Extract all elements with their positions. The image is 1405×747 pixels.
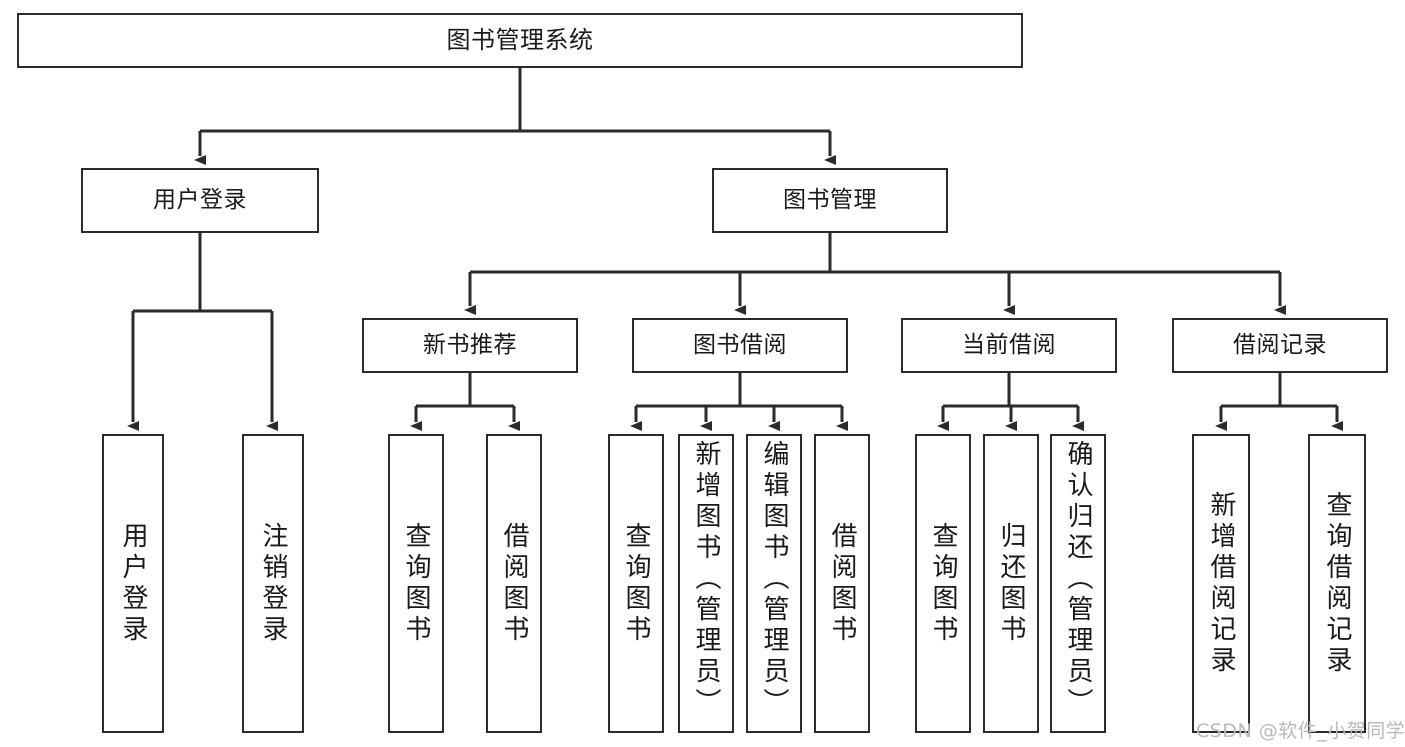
node-leaf-query-record[interactable]: 查询借阅记录 — [1308, 434, 1366, 733]
node-leaf-borrow-book-1-label: 借阅图书 — [499, 521, 529, 646]
node-book-manage-label: 图书管理 — [783, 186, 877, 213]
node-leaf-confirm-return[interactable]: 确认归还（管理员） — [1050, 434, 1106, 733]
node-new-book-recommend[interactable]: 新书推荐 — [362, 318, 578, 373]
node-root[interactable]: 图书管理系统 — [17, 13, 1023, 68]
node-user-login-label: 用户登录 — [153, 186, 247, 213]
node-leaf-edit-book[interactable]: 编辑图书（管理员） — [746, 434, 802, 733]
node-leaf-query-book-1-label: 查询图书 — [401, 521, 431, 646]
node-current-borrow[interactable]: 当前借阅 — [901, 318, 1117, 373]
node-leaf-user-login[interactable]: 用户登录 — [102, 434, 164, 733]
node-leaf-add-book[interactable]: 新增图书（管理员） — [678, 434, 734, 733]
node-current-borrow-label: 当前借阅 — [962, 331, 1056, 358]
node-leaf-logout[interactable]: 注销登录 — [242, 434, 304, 733]
node-leaf-return-book-label: 归还图书 — [996, 521, 1026, 646]
node-user-login[interactable]: 用户登录 — [81, 168, 319, 233]
node-leaf-confirm-return-label: 确认归还（管理员） — [1063, 440, 1093, 719]
node-leaf-add-record[interactable]: 新增借阅记录 — [1192, 434, 1250, 733]
node-leaf-borrow-book-2-label: 借阅图书 — [827, 521, 857, 646]
csdn-watermark: CSDN @软件_小贺同学 — [1196, 720, 1405, 742]
node-book-borrow[interactable]: 图书借阅 — [632, 318, 848, 373]
node-leaf-logout-label: 注销登录 — [258, 521, 288, 646]
node-leaf-query-record-label: 查询借阅记录 — [1322, 490, 1352, 677]
node-leaf-query-book-3-label: 查询图书 — [928, 521, 958, 646]
node-leaf-edit-book-label: 编辑图书（管理员） — [759, 440, 789, 719]
node-leaf-user-login-label: 用户登录 — [118, 521, 148, 646]
node-borrow-record[interactable]: 借阅记录 — [1172, 318, 1388, 373]
node-leaf-borrow-book-1[interactable]: 借阅图书 — [486, 434, 542, 733]
node-leaf-query-book-3[interactable]: 查询图书 — [915, 434, 971, 733]
node-new-book-recommend-label: 新书推荐 — [423, 331, 517, 358]
node-leaf-return-book[interactable]: 归还图书 — [983, 434, 1039, 733]
node-leaf-query-book-1[interactable]: 查询图书 — [388, 434, 444, 733]
node-book-borrow-label: 图书借阅 — [693, 331, 787, 358]
node-book-manage[interactable]: 图书管理 — [712, 168, 948, 233]
node-leaf-borrow-book-2[interactable]: 借阅图书 — [814, 434, 870, 733]
node-borrow-record-label: 借阅记录 — [1233, 331, 1327, 358]
node-leaf-add-book-label: 新增图书（管理员） — [691, 440, 721, 719]
node-leaf-query-book-2-label: 查询图书 — [621, 521, 651, 646]
node-leaf-query-book-2[interactable]: 查询图书 — [608, 434, 664, 733]
node-leaf-add-record-label: 新增借阅记录 — [1206, 490, 1236, 677]
node-root-label: 图书管理系统 — [446, 26, 594, 55]
